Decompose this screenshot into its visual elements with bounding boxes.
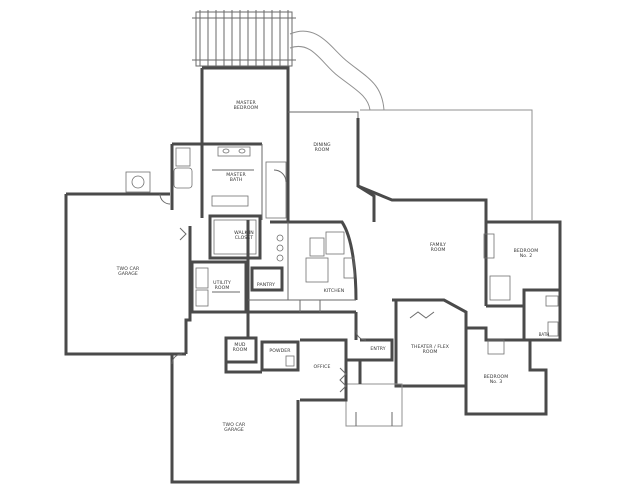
label-bath: BATH xyxy=(539,332,550,337)
utility-room-walls xyxy=(190,260,248,314)
garden-path xyxy=(289,30,385,111)
pergola xyxy=(192,10,296,67)
walk-in-closet-walls xyxy=(208,214,262,260)
bath-walls xyxy=(522,290,562,342)
label-powder: POWDER xyxy=(269,348,291,354)
label-office: OFFICE xyxy=(314,364,331,370)
bedroom-3-walls xyxy=(464,326,548,416)
mud-room-walls xyxy=(224,336,258,364)
kitchen-walls xyxy=(270,220,358,301)
rear-patio-outline xyxy=(360,109,533,220)
powder-walls xyxy=(260,340,300,372)
family-room-walls xyxy=(357,184,562,300)
master-bedroom-walls xyxy=(202,66,290,144)
bottom-garage-walls xyxy=(170,354,300,484)
office-walls xyxy=(300,338,348,402)
label-kitchen: KITCHEN xyxy=(324,288,345,294)
theater-flex-room-walls xyxy=(394,298,468,388)
left-garage-walls xyxy=(64,194,186,356)
entry-porch xyxy=(360,338,394,362)
label-entry: ENTRY xyxy=(370,346,385,352)
pantry-walls xyxy=(250,266,284,292)
label-pantry: PANTRY xyxy=(257,282,275,288)
